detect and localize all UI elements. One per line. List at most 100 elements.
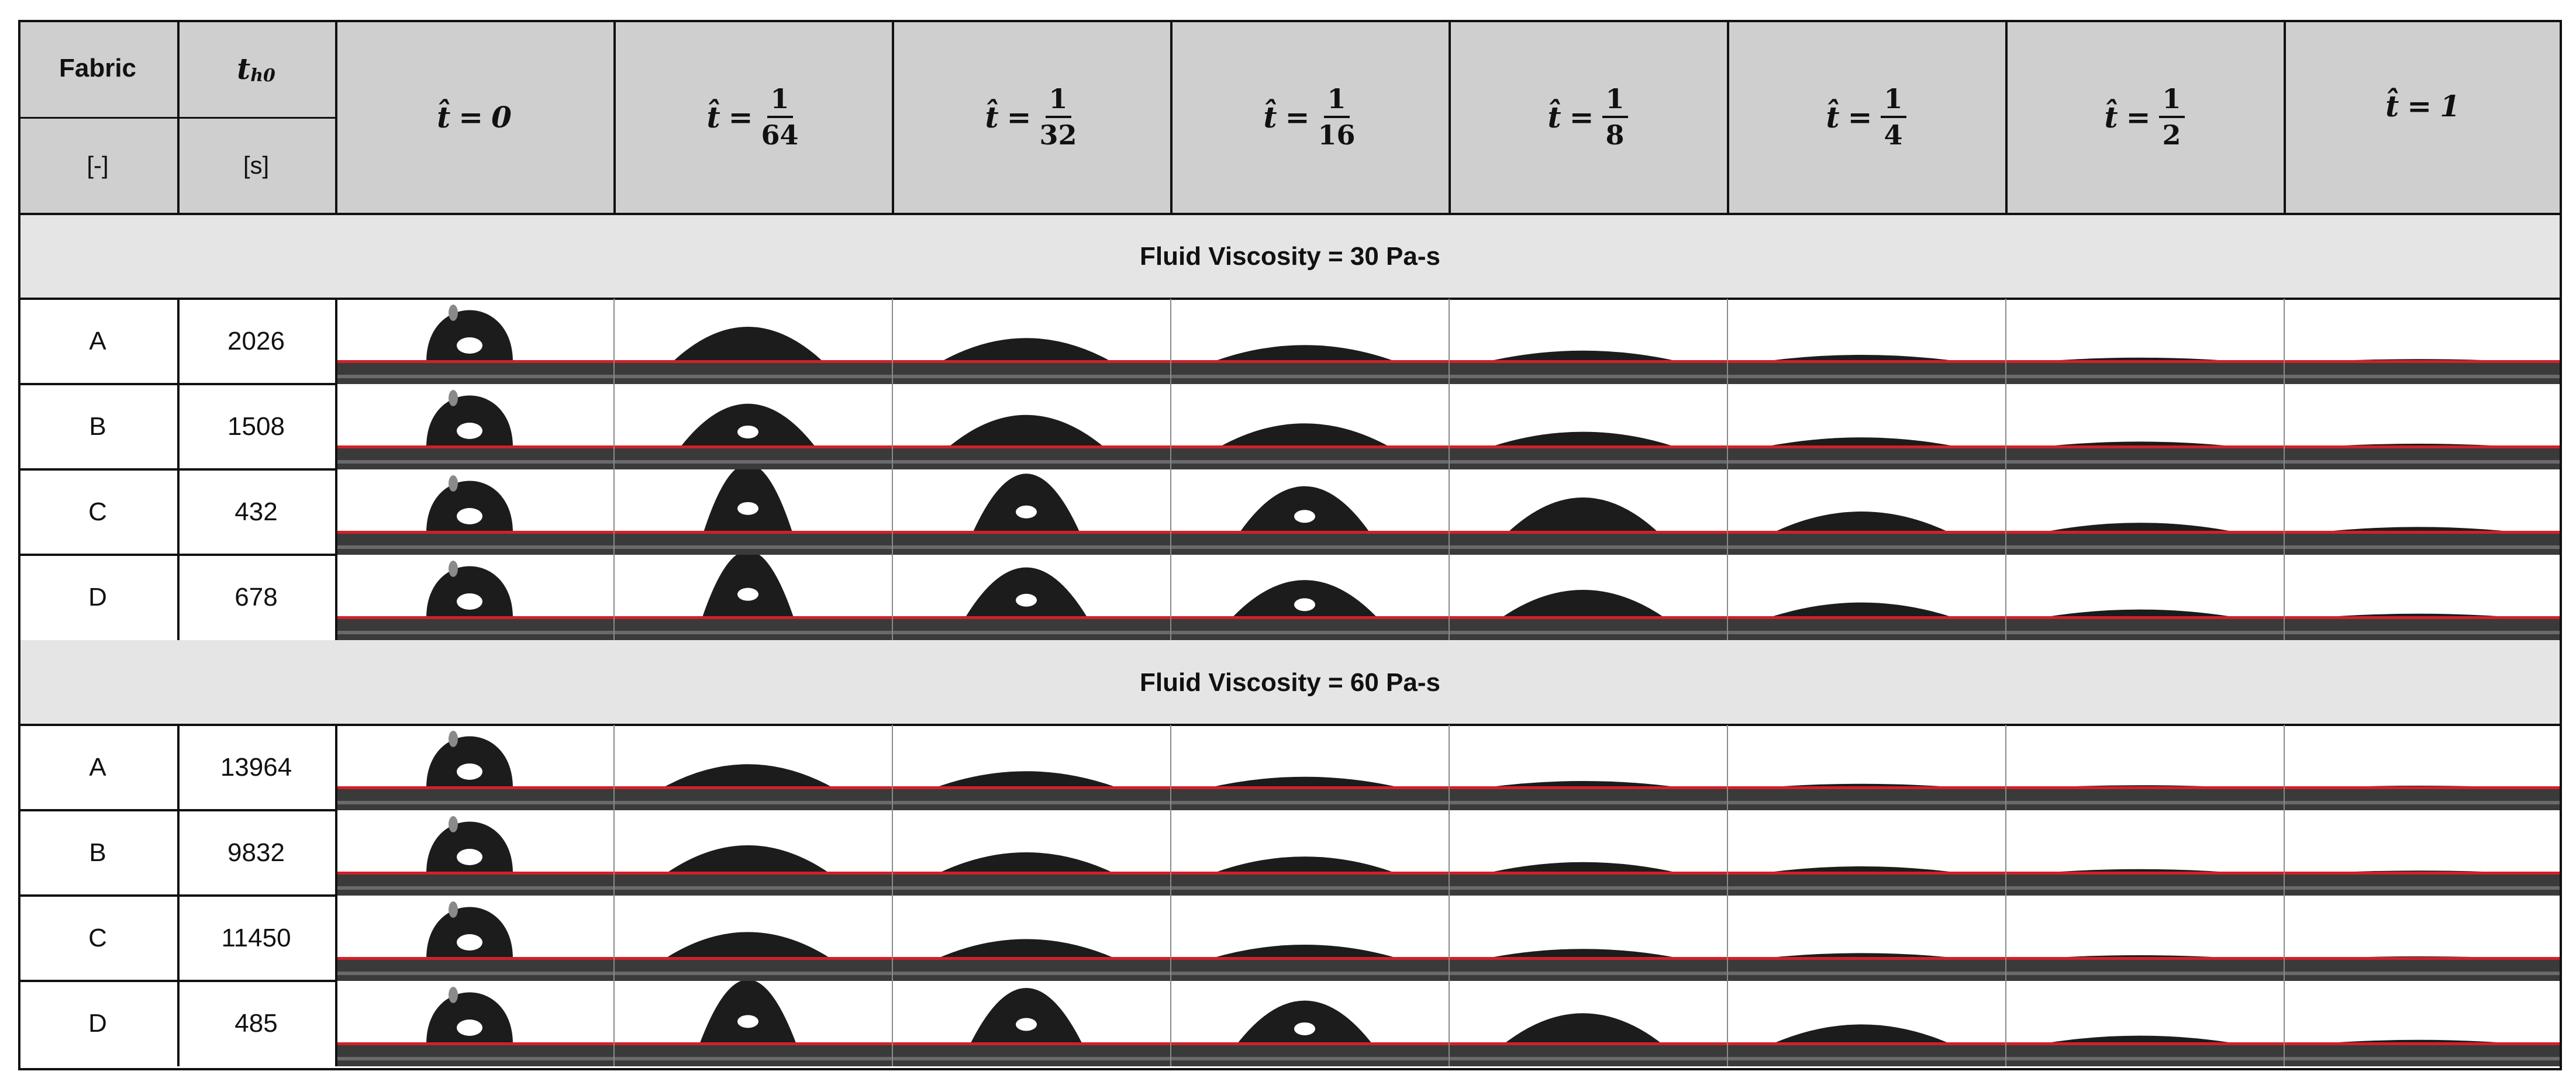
substrate-highlight bbox=[1727, 1057, 2005, 1060]
substrate bbox=[335, 618, 613, 640]
droplet-image-cell bbox=[335, 896, 613, 981]
baseline-red-line bbox=[1449, 531, 1727, 534]
image-col-divider bbox=[613, 299, 615, 640]
droplet-photo bbox=[892, 384, 1170, 469]
substrate-highlight bbox=[892, 631, 1170, 634]
fabric-cell: D bbox=[18, 555, 177, 640]
droplet-photo bbox=[1449, 896, 1727, 981]
equals-sign: = bbox=[1569, 99, 1594, 134]
droplet-photo bbox=[2005, 469, 2284, 555]
droplet-photo bbox=[1170, 555, 1449, 640]
fabric-cell: C bbox=[18, 469, 177, 555]
that-symbol: t̂ bbox=[437, 99, 451, 134]
droplet-image-cell bbox=[2284, 469, 2562, 555]
baseline-red-line bbox=[892, 360, 1170, 363]
droplet-photo bbox=[1449, 981, 1727, 1066]
droplet-photo bbox=[2284, 384, 2562, 469]
substrate-highlight bbox=[335, 631, 613, 634]
image-col-divider bbox=[1170, 725, 1171, 1066]
substrate bbox=[1449, 959, 1727, 981]
substrate-highlight bbox=[335, 545, 613, 549]
fabric-cell: C bbox=[18, 896, 177, 981]
droplet-reflection bbox=[457, 1020, 482, 1036]
baseline-red-line bbox=[2284, 445, 2562, 448]
th0-cell: 485 bbox=[177, 981, 335, 1066]
th0-base: t bbox=[237, 51, 251, 86]
droplet-photo bbox=[335, 896, 613, 981]
baseline-red-line bbox=[2284, 360, 2562, 363]
fraction-numerator: 1 bbox=[1045, 85, 1071, 118]
substrate-highlight bbox=[2005, 972, 2284, 975]
fraction-numerator: 1 bbox=[1880, 85, 1906, 118]
substrate-highlight bbox=[613, 631, 892, 634]
droplet bbox=[970, 988, 1082, 1044]
substrate-highlight bbox=[335, 460, 613, 464]
baseline-red-line bbox=[613, 957, 892, 960]
substrate-highlight bbox=[613, 1057, 892, 1060]
droplet-photo bbox=[1727, 384, 2005, 469]
substrate-highlight bbox=[1727, 801, 2005, 804]
droplet-image-cell bbox=[613, 810, 892, 896]
droplet-photo bbox=[2005, 725, 2284, 810]
equals-sign: = bbox=[1285, 99, 1310, 134]
baseline-red-line bbox=[613, 1042, 892, 1045]
fraction-denominator: 8 bbox=[1605, 119, 1625, 151]
substrate-highlight bbox=[613, 375, 892, 378]
substrate bbox=[335, 447, 613, 469]
droplet-image-cell bbox=[613, 725, 892, 810]
droplet-reflection bbox=[737, 588, 758, 601]
droplet-image-cell bbox=[335, 384, 613, 469]
table-border-bottom bbox=[18, 1068, 2562, 1070]
substrate bbox=[1449, 533, 1727, 555]
droplet-image-cell bbox=[1170, 555, 1449, 640]
droplet-image-cell bbox=[335, 555, 613, 640]
substrate bbox=[892, 1044, 1170, 1066]
substrate bbox=[2284, 788, 2562, 810]
substrate-highlight bbox=[2005, 631, 2284, 634]
baseline-red-line bbox=[892, 445, 1170, 448]
substrate bbox=[335, 788, 613, 810]
baseline-red-line bbox=[2284, 1042, 2562, 1045]
baseline-red-line bbox=[2005, 360, 2284, 363]
droplet-photo bbox=[892, 725, 1170, 810]
band-bottom-rule bbox=[18, 298, 2562, 300]
substrate bbox=[1727, 959, 2005, 981]
droplet-photo bbox=[613, 469, 892, 555]
col-divider bbox=[1170, 20, 1173, 214]
droplet bbox=[1489, 431, 1677, 447]
substrate-highlight bbox=[613, 545, 892, 549]
droplet bbox=[426, 736, 513, 788]
droplet bbox=[1484, 949, 1682, 959]
droplet-photo bbox=[1727, 725, 2005, 810]
baseline-red-line bbox=[2005, 786, 2284, 789]
substrate-highlight bbox=[1449, 460, 1727, 464]
droplet-image-cell bbox=[2005, 384, 2284, 469]
droplet-photo bbox=[1449, 810, 1727, 896]
substrate bbox=[613, 362, 892, 384]
substrate-highlight bbox=[2284, 460, 2562, 464]
droplet-photo bbox=[1449, 725, 1727, 810]
droplet-photo bbox=[892, 981, 1170, 1066]
substrate bbox=[335, 959, 613, 981]
baseline-red-line bbox=[2284, 616, 2562, 619]
baseline-red-line bbox=[2284, 531, 2562, 534]
image-col-divider bbox=[2005, 299, 2006, 640]
substrate-highlight bbox=[1727, 375, 2005, 378]
header-divider bbox=[18, 117, 335, 119]
substrate bbox=[335, 362, 613, 384]
droplet-highlight bbox=[449, 901, 458, 918]
droplet-image-cell bbox=[1170, 810, 1449, 896]
droplet-photo bbox=[892, 469, 1170, 555]
droplet-photo bbox=[613, 299, 892, 384]
droplet-reflection bbox=[737, 1015, 758, 1028]
image-col-divider bbox=[892, 725, 893, 1066]
substrate-highlight bbox=[1170, 886, 1449, 890]
substrate bbox=[1727, 873, 2005, 896]
time-value: 0 bbox=[491, 99, 512, 134]
substrate-highlight bbox=[1727, 631, 2005, 634]
droplet bbox=[948, 414, 1105, 447]
equals-sign: = bbox=[1847, 99, 1872, 134]
